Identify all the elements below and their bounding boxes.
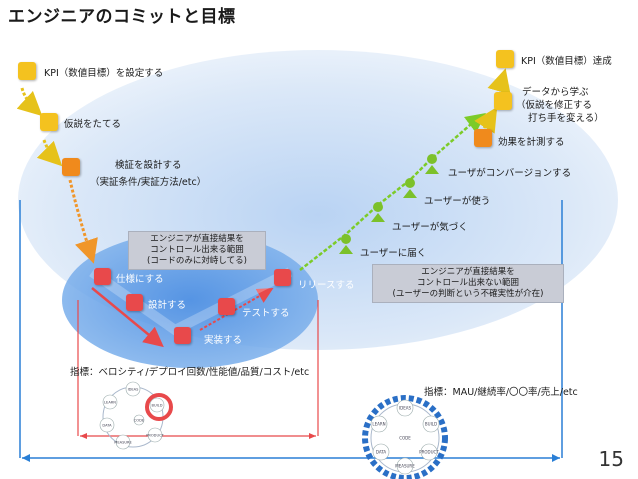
outer-scope-box: エンジニアが直接結果を コントロール出来ない範囲 (ユーザーの判断という不確実性… (372, 264, 564, 303)
cycle-left: LEARN IDEAS BUILD CODE DATA MEASURE PRODUCT (99, 381, 173, 450)
cycle-label: BUILD (152, 404, 163, 408)
arrow-measure-to-learn (474, 106, 498, 134)
implement-marker (174, 327, 191, 344)
measure-label: 効果を計測する (498, 137, 565, 148)
metrics-left: 指標：ベロシティ/デプロイ回数/性能値/品質/コスト/etc (70, 367, 310, 378)
outer-scope-line1: エンジニアが直接結果を (421, 267, 515, 277)
cycle-label: MEASURE (114, 441, 132, 445)
cycle-label: IDEAS (128, 388, 140, 392)
arrow-design-to-spec (68, 179, 98, 264)
kpi-set-label: KPI（数値目標）を設定する (44, 68, 164, 79)
design-sub-label: （実証条件/実証方法/etc） (90, 177, 207, 188)
inner-scope-box: エンジニアが直接結果を コントロール出来る範囲 (コードのみに対峙してる) (128, 231, 266, 270)
cycle-label: BUILD (425, 422, 437, 427)
inner-range-head-right (309, 433, 316, 439)
arrow-test-to-release (199, 288, 274, 331)
spec-marker (94, 268, 111, 285)
cycle-label: IDEAS (399, 406, 412, 411)
person-icon-reach (339, 234, 353, 254)
cycle-label: LEARN (372, 422, 385, 427)
test-label: テストする (242, 308, 290, 319)
release-label: リリースする (298, 280, 355, 291)
user-notice-label: ユーザーが気づく (392, 222, 468, 233)
kpi-set-marker (18, 62, 36, 80)
kpi-achieved-marker (496, 50, 514, 68)
hypothesis-marker (40, 113, 58, 131)
arrow-kpi-to-hypothesis (16, 87, 43, 117)
inner-scope-line2: コントロール出来る範囲 (150, 245, 244, 255)
cycle-label: PRODUCT (419, 450, 439, 455)
user-reach-label: ユーザーに届く (360, 248, 427, 259)
metrics-right: 指標：MAU/継続率/〇〇率/売上/etc (424, 387, 578, 398)
learn-marker (494, 92, 512, 110)
user-use-label: ユーザーが使う (424, 196, 491, 207)
cycle-label: CODE (399, 436, 411, 441)
design-dev-label: 設計する (148, 300, 187, 311)
range-arrow-head-right (552, 454, 560, 462)
page-number: 15 (598, 447, 624, 471)
outer-scope-line2: コントロール出来ない範囲 (416, 278, 519, 288)
kpi-achieved-label: KPI（数値目標）達成 (521, 56, 612, 67)
user-convert-label: ユーザがコンバージョンする (448, 168, 572, 179)
cycle-label: MEASURE (395, 464, 415, 469)
cycle-right: LEARN IDEAS BUILD CODE DATA MEASURE PRODUCT (362, 395, 448, 479)
person-icon-convert (425, 154, 439, 174)
cycle-label: CODE (134, 419, 145, 423)
learn-label: データから学ぶ (522, 87, 589, 98)
hypothesis-label: 仮説をたてる (64, 119, 122, 130)
cycle-label: DATA (376, 450, 387, 455)
person-icon-use (403, 178, 417, 198)
inner-scope-line3: (コードのみに対峙してる) (147, 256, 247, 266)
arrow-dev-flow (91, 287, 164, 348)
range-arrow-head-left (22, 454, 30, 462)
arrow-learn-to-kpi (487, 68, 511, 95)
cycle-label: DATA (102, 424, 112, 428)
arrow-hypothesis-to-design (36, 139, 63, 167)
measure-marker (474, 129, 492, 147)
design-dev-marker (126, 294, 143, 311)
implement-label: 実装する (204, 335, 243, 346)
design-label: 検証を設計する (115, 160, 182, 171)
page-title: エンジニアのコミットと目標 (8, 7, 236, 27)
cycle-label: PRODUCT (146, 434, 164, 438)
test-marker (218, 298, 235, 315)
cycle-label: LEARN (104, 401, 116, 405)
person-icon-notice (371, 202, 385, 222)
release-marker (274, 269, 291, 286)
design-marker (62, 158, 80, 176)
inner-scope-line1: エンジニアが直接結果を (150, 234, 244, 244)
learn-sub2-label: 打ち手を変える） (528, 113, 604, 124)
outer-scope-line3: (ユーザーの判断という不確実性が介在) (392, 289, 544, 299)
inner-range-head-left (80, 433, 87, 439)
spec-label: 仕様にする (116, 274, 164, 285)
learn-sub1-label: （仮説を修正する (516, 100, 593, 111)
